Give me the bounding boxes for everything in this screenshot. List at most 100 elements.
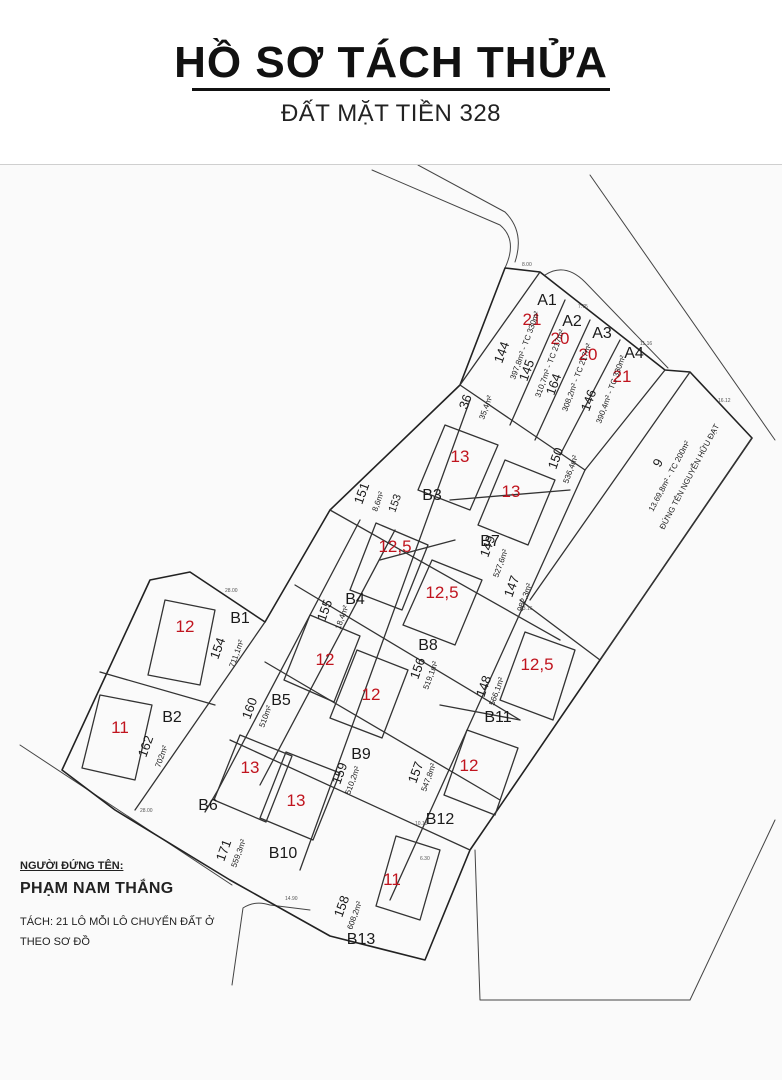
lot-number-a4: 146	[578, 388, 600, 414]
svg-text:28.00: 28.00	[225, 588, 238, 594]
house-b5	[283, 614, 361, 703]
mid-cross-b11	[519, 599, 601, 661]
lot-value-a3: 20	[579, 345, 598, 364]
dimension-marks: 8.00 7.75 11.16 16.12 28.00 28.00 14.90 …	[140, 262, 731, 902]
lot-area-b7: 536,4m²	[561, 454, 580, 485]
lot-number-b4: 151	[351, 481, 373, 507]
parcel-9-left	[529, 371, 691, 601]
b1-b2-right	[134, 621, 266, 811]
lot-value-b7: 13	[502, 482, 521, 501]
lot-id-a1: A1	[537, 292, 557, 309]
parcel-9-inner	[599, 437, 753, 661]
page-title: HỒ SƠ TÁCH THỬA	[174, 38, 608, 87]
lot-number-a1: 144	[491, 340, 513, 366]
lot-value-a2: 20	[551, 329, 570, 348]
header-divider	[0, 164, 782, 165]
house-b12	[443, 729, 519, 816]
lot-value-b4: 12,5	[378, 537, 411, 556]
house-b6	[213, 734, 293, 823]
lot-number-b6: 160	[239, 696, 261, 722]
lot-id-b11: B11	[484, 709, 511, 726]
lot-number-b1: 154	[207, 636, 229, 662]
a-lot-divider-3	[534, 319, 591, 441]
road-edge-right-far	[689, 819, 776, 1001]
parcel-outline	[61, 267, 753, 961]
lot-id-b3: B3	[422, 487, 442, 504]
lot-id-b6: B6	[198, 797, 218, 814]
house-b8	[402, 559, 483, 646]
lot-number-a3: 164	[543, 372, 565, 398]
owner-panel: NGƯỜI ĐỨNG TÊN: PHẠM NAM THẮNG TÁCH: 21 …	[20, 860, 270, 952]
road-edge-top	[417, 165, 519, 263]
mid-spine	[299, 399, 471, 871]
lot-number-b5: 155	[314, 598, 336, 624]
header: HỒ SƠ TÁCH THỬA ĐẤT MẶT TIỀN 328	[0, 0, 782, 165]
lot-id-b12: B12	[426, 811, 455, 828]
lot-number-b12: 157	[405, 760, 427, 786]
owner-name: PHẠM NAM THẮNG	[20, 880, 174, 897]
svg-text:16.12: 16.12	[718, 398, 731, 404]
cross-line-5	[379, 539, 456, 561]
lot-id-a2: A2	[562, 313, 582, 330]
lot-value-b5: 12	[316, 650, 335, 669]
svg-text:14.90: 14.90	[285, 896, 298, 902]
svg-text:28.00: 28.00	[140, 808, 153, 814]
svg-text:11.16: 11.16	[640, 341, 652, 347]
lot-value-b9: 12	[362, 685, 381, 704]
parcel-171-number: 171	[213, 838, 235, 864]
lot-number-a2: 145	[516, 358, 538, 384]
lot-id-a3: A3	[592, 325, 612, 342]
lot-id-b2: B2	[162, 709, 182, 726]
lot-id-a4: A4	[624, 345, 644, 362]
title-underline	[192, 88, 610, 91]
lot-value-b2: 11	[111, 718, 129, 737]
lot-number-b10: 159	[329, 761, 351, 787]
a-lot-divider-5	[584, 369, 666, 471]
mid-spine-2	[389, 469, 586, 901]
owner-note: TÁCH: 21 LÔ MỖI LÔ CHUYỂN ĐẤT Ở THEO SƠ …	[20, 916, 215, 948]
lot-value-b11: 12,5	[520, 655, 553, 674]
lot-value-b10: 13	[287, 791, 306, 810]
lot-id-b5: B5	[271, 692, 291, 709]
lot-id-b4: B4	[345, 591, 365, 608]
lot-number-b3: 36	[456, 392, 475, 411]
lot-value-b3: 13	[451, 447, 470, 466]
road-edge-left	[371, 169, 511, 269]
cross-line-4	[229, 739, 471, 851]
house-b4	[349, 522, 429, 611]
house-b11	[499, 631, 576, 721]
house-b9	[329, 649, 409, 739]
lot-value-b13: 11	[383, 870, 401, 889]
lot-value-b8: 12,5	[425, 583, 458, 602]
extra-parcel-labels: 147 982,3m² 171 559,3m² 153	[213, 493, 534, 869]
svg-text:7.75: 7.75	[578, 304, 588, 310]
lot-value-b1: 12	[176, 617, 195, 636]
a-lot-divider-4	[559, 339, 621, 456]
house-b10	[259, 751, 341, 841]
a-lot-divider-2	[509, 299, 566, 426]
lot-number-b13: 158	[331, 894, 353, 920]
lot-id-b8: B8	[418, 637, 438, 654]
lot-value-b6: 13	[241, 758, 260, 777]
lot-value-b12: 12	[460, 756, 479, 775]
site-plan-drawing: 8.00 7.75 11.16 16.12 28.00 28.00 14.90 …	[19, 165, 776, 1001]
page-subtitle: ĐẤT MẶT TIỀN 328	[280, 100, 502, 127]
house-b3	[417, 424, 499, 511]
house-b7	[477, 459, 556, 546]
site-plan: 8.00 7.75 11.16 16.12 28.00 28.00 14.90 …	[0, 165, 782, 1080]
lot-area-b2: 702m²	[153, 744, 169, 769]
svg-text:10.18: 10.18	[415, 821, 428, 827]
road-edge-right-lower	[474, 849, 691, 1001]
lot-id-b13: B13	[347, 931, 376, 948]
svg-text:13.16: 13.16	[520, 606, 533, 612]
cross-line-1	[329, 509, 561, 641]
house-b1	[147, 599, 216, 686]
access-road-right	[259, 529, 396, 786]
lot-number-b11: 148	[473, 674, 495, 700]
lot-id-b9: B9	[351, 746, 371, 763]
lot-number-b8: 149	[477, 534, 499, 560]
cross-line-3	[264, 661, 501, 801]
a-lot-divider-1	[459, 271, 541, 386]
lot-number-b9: 156	[407, 656, 429, 682]
